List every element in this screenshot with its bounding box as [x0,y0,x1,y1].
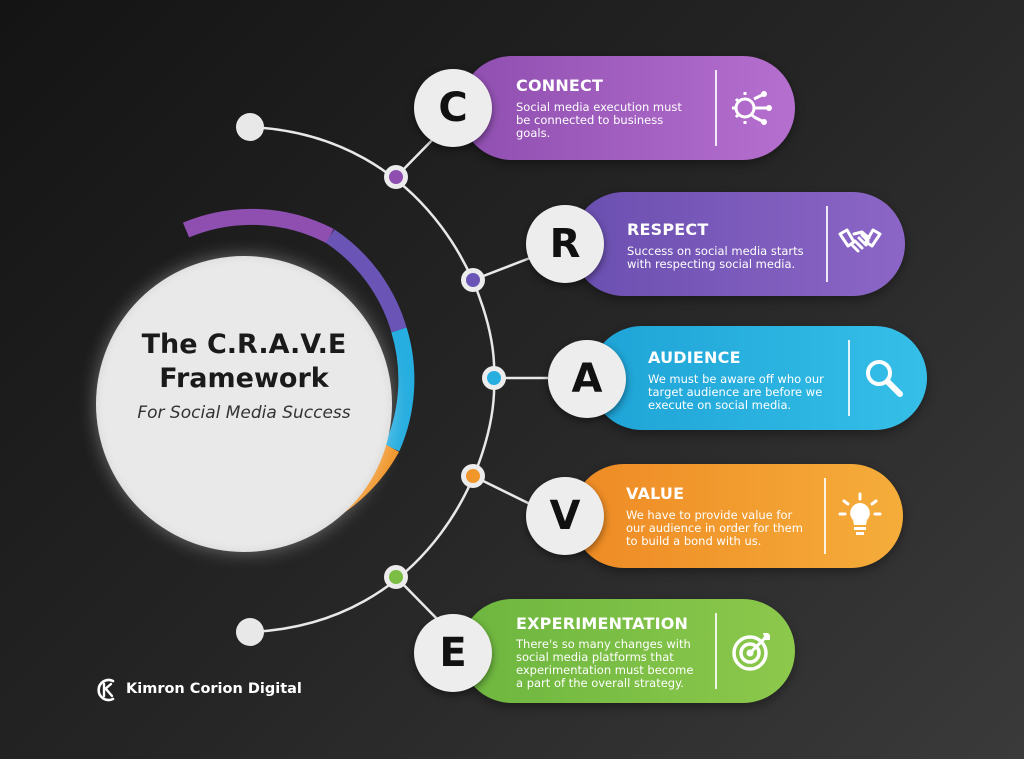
step-card-connect [460,56,795,160]
magnifier-icon [866,360,903,397]
framework-title-line2: Framework [159,363,329,394]
framework-title: The C.R.A.V.E Framework [96,328,392,396]
step-title-connect: CONNECT [516,76,604,95]
step-desc-respect: Success on social media starts with resp… [627,244,804,271]
step-title-value: VALUE [626,484,685,503]
step-card-experimentation [460,599,795,703]
brand-logo-icon [97,678,115,702]
step-letter-e: E [414,614,492,692]
step-divider-audience [848,340,850,416]
step-title-audience: AUDIENCE [648,348,741,367]
step-divider-connect [715,70,717,146]
gear-circuit-icon [732,91,772,125]
step-letter-r: R [526,205,604,283]
brand-name: Kimron Corion Digital [126,681,302,697]
handshake-icon [838,228,882,253]
step-title-respect: RESPECT [627,220,709,239]
step-divider-value [824,478,826,554]
step-desc-connect: Social media execution must be connected… [516,100,682,140]
step-desc-experimentation: There's so many changes with social medi… [516,637,694,690]
arc-nodes [384,165,506,589]
lightbulb-icon [838,492,882,535]
framework-title-line1: The C.R.A.V.E [141,329,347,360]
step-letter-c: C [414,69,492,147]
framework-subtitle: For Social Media Success [137,403,351,423]
target-icon [732,633,770,671]
step-title-experimentation: EXPERIMENTATION [516,614,689,633]
center-circle [96,256,392,552]
step-divider-respect [826,206,828,282]
step-letter-a: A [548,340,626,418]
step-desc-audience: We must be aware off who our target audi… [648,372,824,412]
step-desc-value: We have to provide value for our audienc… [626,508,803,548]
step-letter-v: V [526,477,604,555]
step-card-value [572,464,903,568]
step-divider-experimentation [715,613,717,689]
